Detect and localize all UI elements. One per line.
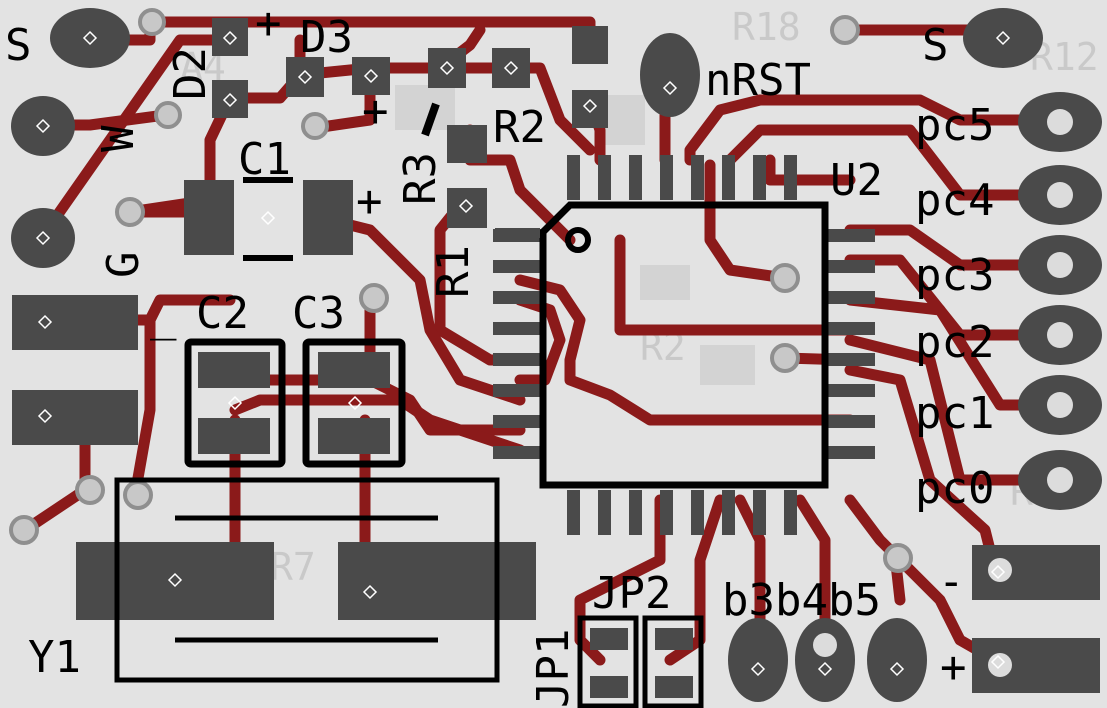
- pad-jp2-bottom: [655, 676, 693, 698]
- label-minus: -: [938, 556, 965, 607]
- c3-outline: [302, 338, 406, 468]
- pad-top-c: [572, 26, 608, 64]
- label-pc0: pc0: [915, 463, 994, 514]
- th-holes: [813, 109, 1073, 677]
- label-r1: R1: [428, 245, 479, 298]
- label-s-right: S: [922, 20, 949, 71]
- pad-r-a: [428, 48, 466, 88]
- pad-jp1-bottom: [590, 676, 628, 698]
- pad-y1-left: [76, 542, 274, 620]
- u2-pins: [493, 155, 875, 535]
- jp1-outline: [577, 615, 639, 708]
- label-pc3: pc3: [915, 250, 994, 301]
- label-nrst: nRST: [705, 55, 811, 106]
- label-w: W: [93, 125, 144, 152]
- label-d3: D3: [300, 12, 353, 63]
- label-c1-plus: +: [356, 176, 383, 227]
- label-d2: D2: [165, 47, 216, 100]
- pad-d2-a: [212, 80, 248, 118]
- label-r3: R3: [395, 152, 446, 205]
- label-jp2: JP2: [592, 568, 671, 619]
- label-c2-minus: _: [150, 290, 177, 341]
- copper-traces: [19, 16, 1056, 666]
- label-pc2: pc2: [915, 317, 994, 368]
- label-pc1: pc1: [915, 388, 994, 439]
- label-c1: C1: [238, 134, 291, 185]
- pad-c3-bottom: [318, 418, 390, 454]
- silkscreen-outlines: [114, 102, 829, 708]
- ghost-label-r18: R18: [732, 5, 801, 49]
- pad-r2-a: [572, 90, 608, 128]
- pad-jp2-top: [655, 628, 693, 650]
- pad-c2-bottom: [198, 418, 270, 454]
- pad-c1-right: [303, 180, 353, 255]
- label-b3b4b5: b3b4b5: [722, 575, 881, 626]
- label-c3: C3: [292, 288, 345, 339]
- y1-outline: [114, 477, 500, 683]
- pad-c2-top: [198, 352, 270, 388]
- label-g: G: [98, 252, 149, 279]
- label-r2: R2: [493, 102, 546, 153]
- label-u2: U2: [830, 155, 883, 206]
- pad-jp1-top: [590, 628, 628, 650]
- smd-pads: [12, 18, 1100, 698]
- ghost-label-r7: R7: [270, 545, 316, 589]
- label-s-left: S: [5, 20, 32, 71]
- label-pc4: pc4: [915, 175, 994, 226]
- silkscreen-labels: S S D2 + D3 W G C1 + + R2 R3 R1 _ C2 C3 …: [5, 0, 994, 708]
- label-y1: Y1: [28, 632, 81, 683]
- vias: [9, 8, 913, 573]
- pad-r1: [447, 188, 487, 228]
- pad-r-b: [492, 48, 530, 88]
- label-d3-plus: +: [255, 0, 282, 49]
- pad-c3-top: [318, 352, 390, 388]
- label-plus: +: [940, 642, 967, 693]
- pad-g1: [12, 295, 138, 350]
- pad-c1-left: [184, 180, 234, 255]
- label-jp1: JP1: [528, 629, 579, 708]
- u2-outline: [539, 201, 829, 489]
- jp2-outline: [642, 615, 704, 708]
- pad-r3: [447, 125, 487, 163]
- origin-markers: [35, 30, 1011, 677]
- pad-d3-c: [352, 57, 390, 95]
- c2-outline: [184, 338, 286, 468]
- label-r2-plus: +: [362, 86, 389, 137]
- pad-d3-b: [286, 57, 324, 97]
- pad-g2: [12, 390, 138, 445]
- label-pc5: pc5: [915, 100, 994, 151]
- pad-y1-right: [338, 542, 536, 620]
- label-c2: C2: [196, 288, 249, 339]
- pad-d3-a: [212, 18, 248, 56]
